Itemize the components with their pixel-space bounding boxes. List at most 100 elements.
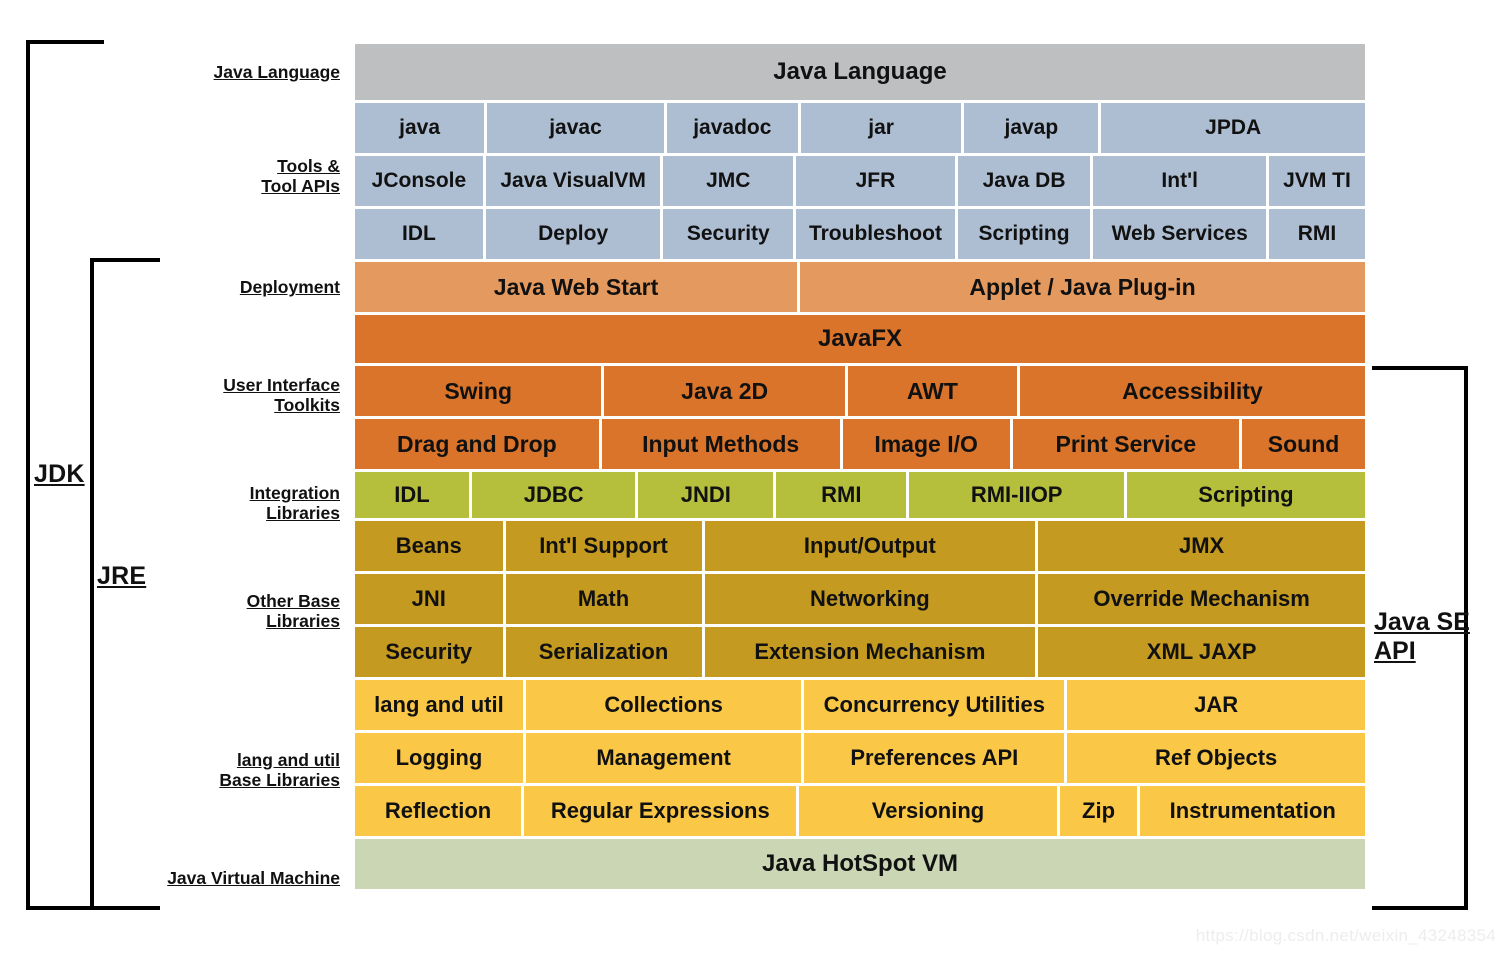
cell-integration-4: RMI-IIOP — [909, 472, 1124, 518]
cell-base-row-2-2: Networking — [704, 574, 1036, 624]
row-label-ui-toolkits-line2: Toolkits — [274, 395, 340, 416]
cell-ui-row-2-3: Print Service — [1012, 419, 1240, 469]
row-label-ui-toolkits: User Interface Toolkits — [150, 375, 340, 415]
java-se-api-label-line1: Java SE — [1374, 608, 1470, 636]
row-label-ui-toolkits-line1: User Interface — [223, 375, 340, 395]
cell-ui-row-2-4: Sound — [1242, 419, 1365, 469]
cell-tools-row-2-0: JConsole — [355, 156, 483, 206]
cell-lu-row-2-3: Ref Objects — [1067, 733, 1365, 783]
cell-ui-row-1-0: Swing — [355, 366, 602, 416]
cell-lu-row-1-3: JAR — [1067, 680, 1365, 730]
cell-jvm-0: Java HotSpot VM — [355, 839, 1365, 889]
java-se-api-label: Java SE API — [1374, 608, 1470, 666]
row-label-tools-line1: Tools & — [277, 156, 340, 176]
cell-deployment-1: Applet / Java Plug-in — [800, 262, 1365, 312]
cell-lu-row-2-2: Preferences API — [804, 733, 1065, 783]
cell-tools-row-2-6: JVM TI — [1269, 156, 1366, 206]
jdk-bracket — [26, 40, 104, 910]
cell-base-row-1-2: Input/Output — [704, 521, 1036, 571]
cell-ui-row-1-3: Accessibility — [1019, 366, 1366, 416]
row-label-other-base: Other Base Libraries — [150, 591, 340, 631]
row-label-java-language-line1: Java Language — [213, 62, 340, 82]
jre-bracket — [90, 258, 160, 910]
cell-lu-row-3-2: Versioning — [799, 786, 1057, 836]
cell-tools-row-2-2: JMC — [663, 156, 794, 206]
cell-ui-row-2-0: Drag and Drop — [355, 419, 599, 469]
cell-ui-row-2-1: Input Methods — [601, 419, 840, 469]
jre-bracket-vline — [90, 258, 94, 910]
cell-lu-row-3-3: Zip — [1059, 786, 1138, 836]
cell-base-row-1-0: Beans — [355, 521, 503, 571]
cell-javafx-0: JavaFX — [355, 315, 1365, 363]
cell-base-row-3-0: Security — [355, 627, 503, 677]
row-label-jvm: Java Virtual Machine — [110, 868, 340, 888]
row-label-integration-line1: Integration — [249, 483, 340, 503]
cell-lu-row-3-4: Instrumentation — [1140, 786, 1365, 836]
cell-integration-1: JDBC — [472, 472, 636, 518]
jre-bracket-top — [90, 258, 160, 262]
cell-integration-3: RMI — [776, 472, 907, 518]
cell-ui-row-1-1: Java 2D — [604, 366, 845, 416]
row-label-integration: Integration Libraries — [150, 483, 340, 523]
cell-java-language-0: Java Language — [355, 44, 1365, 100]
cell-tools-row-3-6: RMI — [1269, 209, 1366, 259]
jdk-label: JDK — [34, 460, 85, 488]
jdk-bracket-bottom — [26, 906, 104, 910]
row-label-deployment: Deployment — [150, 277, 340, 297]
band-jvm: Java HotSpot VM — [355, 839, 1365, 889]
cell-tools-row-1-1: javac — [487, 103, 664, 153]
cell-base-row-1-1: Int'l Support — [505, 521, 702, 571]
cell-lu-row-3-0: Reflection — [355, 786, 522, 836]
cell-tools-row-3-1: Deploy — [485, 209, 661, 259]
row-label-lang-util-base-line2: Base Libraries — [219, 770, 340, 791]
row-label-jvm-line1: Java Virtual Machine — [167, 868, 340, 888]
cell-integration-2: JNDI — [638, 472, 774, 518]
cell-tools-row-1-2: javadoc — [666, 103, 798, 153]
cell-tools-row-1-5: JPDA — [1101, 103, 1365, 153]
row-label-lang-util-base-line1: lang and util — [236, 750, 340, 770]
cell-lu-row-3-1: Regular Expressions — [524, 786, 797, 836]
row-label-lang-util-base: lang and util Base Libraries — [140, 750, 340, 790]
jdk-bracket-top — [26, 40, 104, 44]
cell-base-row-3-1: Serialization — [505, 627, 702, 677]
cell-tools-row-3-2: Security — [663, 209, 794, 259]
row-label-tools-line2: Tool APIs — [261, 176, 340, 197]
row-label-deployment-line1: Deployment — [239, 277, 340, 297]
java-se-api-bracket — [1372, 366, 1468, 910]
cell-tools-row-3-3: Troubleshoot — [796, 209, 955, 259]
row-label-tools: Tools & Tool APIs — [150, 156, 340, 196]
cell-base-row-3-3: XML JAXP — [1038, 627, 1365, 677]
cell-tools-row-1-3: jar — [800, 103, 962, 153]
cell-tools-row-1-0: java — [355, 103, 485, 153]
java-se-api-label-line2: API — [1374, 636, 1416, 665]
cell-tools-row-3-4: Scripting — [957, 209, 1091, 259]
cell-base-row-3-2: Extension Mechanism — [704, 627, 1036, 677]
cell-tools-row-2-3: JFR — [796, 156, 955, 206]
cell-integration-5: Scripting — [1126, 472, 1365, 518]
cell-base-row-2-1: Math — [505, 574, 702, 624]
cell-lu-row-1-2: Concurrency Utilities — [804, 680, 1065, 730]
cell-ui-row-1-2: AWT — [847, 366, 1017, 416]
jre-bracket-bottom — [90, 906, 160, 910]
cell-tools-row-1-4: javap — [964, 103, 1099, 153]
jdk-bracket-vline — [26, 40, 30, 910]
cell-tools-row-2-1: Java VisualVM — [485, 156, 661, 206]
java-se-api-bracket-vline — [1464, 366, 1468, 910]
band-java-language: Java Language — [355, 44, 1365, 100]
java-se-api-bracket-top — [1372, 366, 1468, 370]
cell-lu-row-1-1: Collections — [525, 680, 802, 730]
row-label-other-base-line2: Libraries — [266, 611, 340, 632]
cell-base-row-1-3: JMX — [1038, 521, 1365, 571]
